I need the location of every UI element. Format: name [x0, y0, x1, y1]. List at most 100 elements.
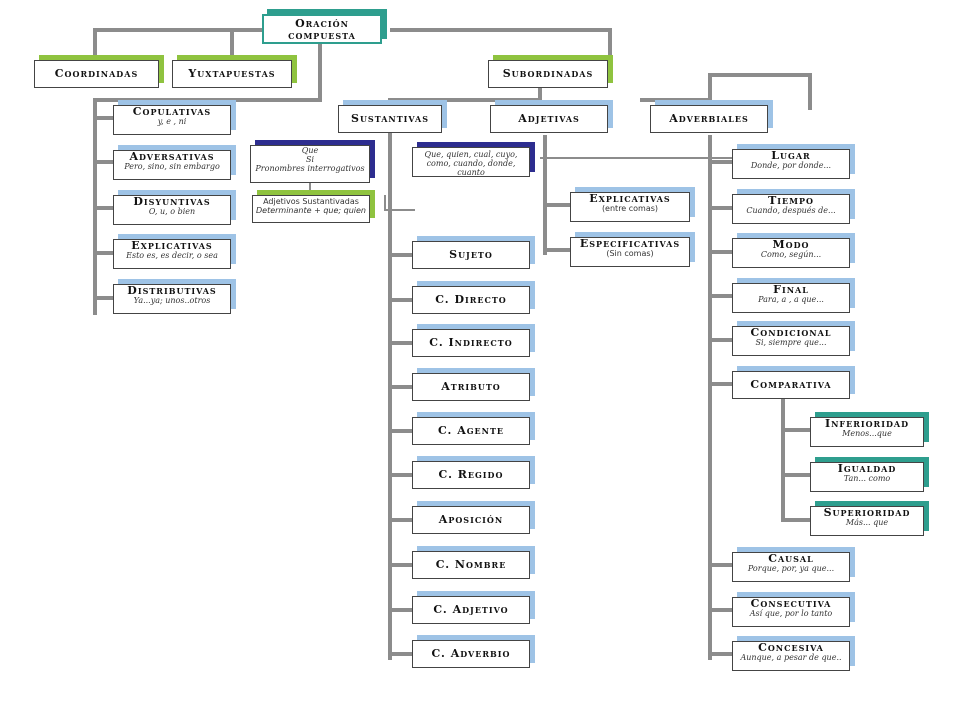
item-sub: Ya...ya; unos..otros	[133, 296, 211, 306]
item-sub: Donde, por donde...	[750, 161, 832, 171]
sustantivas-item: C. Adverbio	[412, 640, 530, 668]
item-title: Superioridad	[823, 506, 911, 519]
adverbiales-item: Modo Como, según...	[732, 238, 850, 268]
coordinadas-item: Copulativas y, e , ni	[113, 105, 231, 135]
item-title: Aposición	[438, 513, 504, 526]
item-sub: Más... que	[845, 518, 889, 528]
sustantivas-item: Aposición	[412, 506, 530, 534]
item-title: C. Indirecto	[429, 336, 513, 349]
comparativa-item: Igualdad Tan... como	[810, 462, 924, 492]
item-title: C. Regido	[438, 468, 504, 481]
sustantivas-item: C. Agente	[412, 417, 530, 445]
item-sub: Pero, sino, sin embargo	[124, 162, 220, 172]
adverbiales-item: Lugar Donde, por donde...	[732, 149, 850, 179]
item-title: Concesiva	[758, 641, 824, 654]
subordinadas-title: Subordinadas	[502, 67, 594, 80]
item-title: Distributivas	[127, 284, 217, 297]
item-title: C. Nombre	[435, 558, 507, 571]
adverbiales-item: Condicional Si, siempre que...	[732, 326, 850, 356]
head-sustantivas: Sustantivas	[338, 105, 442, 133]
comparativa-item: Inferioridad Menos...que	[810, 417, 924, 447]
item-title: Comparativa	[750, 378, 832, 391]
branch-coordinadas: Coordinadas	[34, 60, 159, 88]
item-sub: Si, siempre que...	[755, 338, 827, 348]
nexo: Si	[305, 154, 315, 164]
item-title: Explicativas	[589, 192, 671, 205]
item-title: Lugar	[771, 149, 811, 162]
coordinadas-item: Distributivas Ya...ya; unos..otros	[113, 284, 231, 314]
item-sub: Menos...que	[842, 429, 892, 439]
adverbiales-item: Concesiva Aunque, a pesar de que..	[732, 641, 850, 671]
sustantivas-item: C. Adjetivo	[412, 596, 530, 624]
adjetivas-item: Especificativas (Sin comas)	[570, 237, 690, 267]
item-title: Consecutiva	[750, 597, 832, 610]
item-sub: Cuando, después de...	[746, 206, 836, 216]
item-title: Adversativas	[129, 150, 215, 163]
item-title: Atributo	[441, 380, 501, 393]
adjetivas-nexos: Que, quien, cual, cuyo, como, cuando, do…	[412, 147, 530, 177]
item-sub: (Sin comas)	[606, 249, 654, 259]
item-title: Causal	[768, 552, 814, 565]
sustantivas-item: C. Regido	[412, 461, 530, 489]
item-title: Condicional	[750, 326, 832, 339]
nexo: Pronombres interrogativos	[255, 163, 365, 173]
item-title: Sujeto	[449, 248, 493, 261]
sustantivas-item: C. Directo	[412, 286, 530, 314]
yuxtapuestas-title: Yuxtapuestas	[188, 67, 276, 80]
nexo: Determinante + que; quien	[255, 205, 366, 215]
root-title: Oración compuesta	[288, 17, 356, 43]
adverbiales-item: Tiempo Cuando, después de...	[732, 194, 850, 224]
item-sub: Como, según...	[760, 250, 822, 260]
item-sub: y, e , ni	[157, 117, 187, 127]
item-title: Final	[773, 283, 809, 296]
comparativa-item: Superioridad Más... que	[810, 506, 924, 536]
item-title: Modo	[772, 238, 810, 251]
item-title: Igualdad	[837, 462, 897, 475]
item-sub: Para, a , a que...	[758, 295, 824, 305]
item-title: Disyuntivas	[133, 195, 211, 208]
adjetivas-item: Explicativas (entre comas)	[570, 192, 690, 222]
adverbiales-item: Consecutiva Así que, por lo tanto	[732, 597, 850, 627]
item-sub: O, u, o bien	[148, 207, 196, 217]
item-title: Copulativas	[132, 105, 212, 118]
item-title: Especificativas	[579, 237, 681, 250]
item-sub: Esto es, es decir, o sea	[126, 251, 218, 261]
item-title: C. Directo	[435, 293, 507, 306]
item-title: Explicativas	[131, 239, 213, 252]
item-title: Tiempo	[768, 194, 814, 207]
coordinadas-item: Explicativas Esto es, es decir, o sea	[113, 239, 231, 269]
item-sub: (entre comas)	[601, 204, 659, 214]
item-sub: Así que, por lo tanto	[749, 609, 833, 619]
sustantivas-item: Sujeto	[412, 241, 530, 269]
adverbiales-title: Adverbiales	[669, 112, 749, 125]
sustantivas-nexos-2: Adjetivos Sustantivadas Determinante + q…	[252, 195, 370, 223]
sustantivas-item: C. Indirecto	[412, 329, 530, 357]
head-adverbiales: Adverbiales	[650, 105, 768, 133]
head-adjetivas: Adjetivas	[490, 105, 608, 133]
sustantivas-item: C. Nombre	[412, 551, 530, 579]
item-sub: Aunque, a pesar de que..	[740, 653, 842, 663]
coordinadas-item: Adversativas Pero, sino, sin embargo	[113, 150, 231, 180]
nexo: Que	[301, 146, 319, 155]
adverbiales-item: Causal Porque, por, ya que...	[732, 552, 850, 582]
nexo: Adjetivos Sustantivadas	[263, 197, 359, 206]
root-node-oracion-compuesta: Oración compuesta	[262, 14, 382, 44]
item-sub: Porque, por, ya que...	[747, 564, 835, 574]
adverbiales-item: Comparativa	[732, 371, 850, 399]
adjetivas-title: Adjetivas	[518, 112, 580, 125]
nexo: Que, quien, cual, cuyo,	[424, 150, 518, 159]
coordinadas-item: Disyuntivas O, u, o bien	[113, 195, 231, 225]
item-sub: Tan... como	[843, 474, 891, 484]
coordinadas-title: Coordinadas	[54, 67, 139, 80]
nexo: como, cuando, donde, cuanto	[426, 158, 516, 177]
branch-yuxtapuestas: Yuxtapuestas	[172, 60, 292, 88]
sustantivas-nexos: Que Si Pronombres interrogativos	[250, 145, 370, 183]
item-title: C. Agente	[437, 424, 505, 437]
adverbiales-item: Final Para, a , a que...	[732, 283, 850, 313]
sustantivas-title: Sustantivas	[351, 112, 429, 125]
item-title: C. Adverbio	[431, 647, 511, 660]
branch-subordinadas: Subordinadas	[488, 60, 608, 88]
item-title: Inferioridad	[824, 417, 910, 430]
item-title: C. Adjetivo	[433, 603, 509, 616]
